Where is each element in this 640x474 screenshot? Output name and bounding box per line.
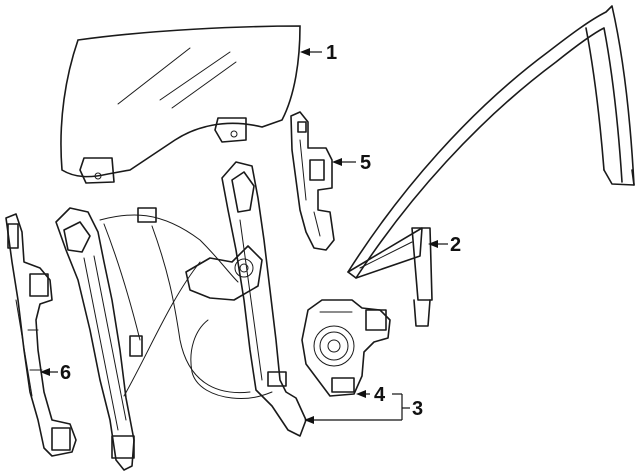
window-regulator[interactable]	[55, 161, 307, 471]
callout-2: 2	[450, 234, 461, 256]
callout-5-leader	[332, 158, 356, 166]
door-glass[interactable]	[60, 25, 301, 184]
callout-6: 6	[60, 362, 71, 384]
rail-left[interactable]	[5, 213, 77, 457]
callout-4: 4	[374, 384, 386, 406]
bracket-upper[interactable]	[290, 111, 335, 251]
callout-4-leader	[356, 390, 370, 398]
callout-3: 3	[412, 398, 423, 420]
door-frame-channel[interactable]	[347, 5, 635, 327]
window-motor[interactable]	[301, 299, 391, 397]
callout-5: 5	[360, 152, 371, 174]
callout-1: 1	[326, 42, 337, 64]
callout-3-leader	[304, 393, 410, 424]
callout-1-leader	[300, 48, 322, 56]
callout-2-leader	[428, 240, 448, 248]
callout-6-leader	[40, 368, 58, 376]
